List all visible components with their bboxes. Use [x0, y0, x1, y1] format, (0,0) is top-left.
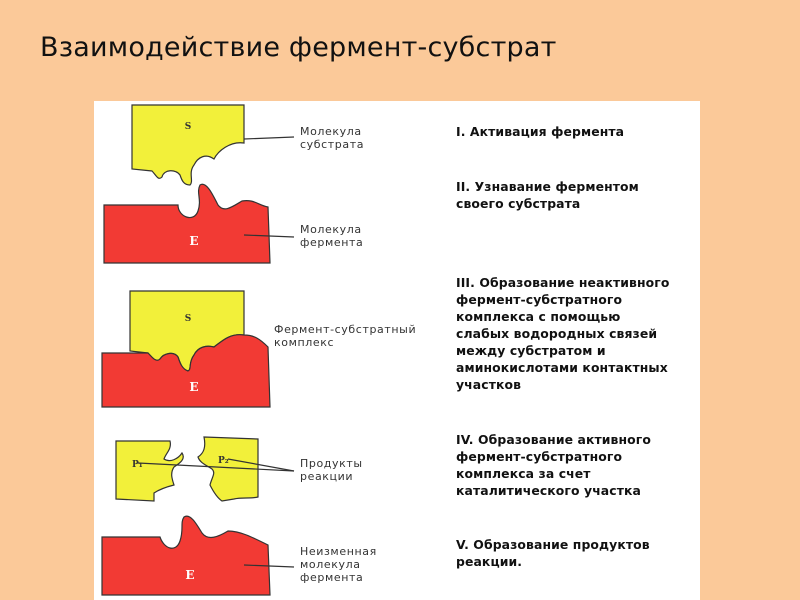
- label-complex: Фермент-субстратный комплекс: [274, 323, 417, 349]
- enzyme-shape: [103, 183, 271, 264]
- label-substrate-molecule: Молекула субстрата: [300, 125, 365, 151]
- products-pointer-line-1: [137, 462, 295, 472]
- product2-letter: P₂: [218, 456, 229, 466]
- product1-shape: [115, 440, 184, 502]
- complex-substrate-letter: S: [185, 314, 192, 324]
- complex-enzyme-shape: [101, 334, 271, 408]
- enzyme-substrate-diagram: S E S E P₁ P₂ E: [101, 104, 295, 596]
- step-5: V. Образование продуктов реакции.: [456, 537, 650, 569]
- label-products: Продукты реакции: [300, 457, 363, 483]
- enzyme-pointer-line: [243, 234, 295, 238]
- label-unchanged-enzyme: Неизменная молекула фермента: [300, 545, 377, 584]
- substrate-shape: [131, 104, 245, 186]
- complex-enzyme-letter: E: [189, 380, 198, 394]
- substrate-pointer-line: [243, 136, 295, 140]
- diagram-panel: S E S E P₁ P₂ E Молекула субстрата Молек…: [94, 101, 700, 600]
- step-2: II. Узнавание ферментом своего субстрата: [456, 179, 639, 211]
- product1-letter: P₁: [132, 460, 143, 470]
- unchanged-enzyme-shape: [101, 515, 271, 596]
- slide-title: Взаимодействие фермент-субстрат: [40, 32, 557, 63]
- unchanged-enzyme-letter: E: [185, 568, 194, 582]
- unchanged-enzyme-pointer-line: [243, 564, 295, 568]
- label-enzyme-molecule: Молекула фермента: [300, 223, 364, 249]
- product2-shape: [197, 436, 259, 502]
- enzyme-letter: E: [189, 234, 198, 248]
- products-pointer-line-2: [227, 458, 295, 472]
- step-3: III. Образование неактивного фермент-суб…: [456, 275, 670, 392]
- substrate-letter: S: [185, 122, 192, 132]
- step-1: I. Активация фермента: [456, 124, 625, 139]
- step-4: IV. Образование активного фермент-субстр…: [456, 432, 651, 498]
